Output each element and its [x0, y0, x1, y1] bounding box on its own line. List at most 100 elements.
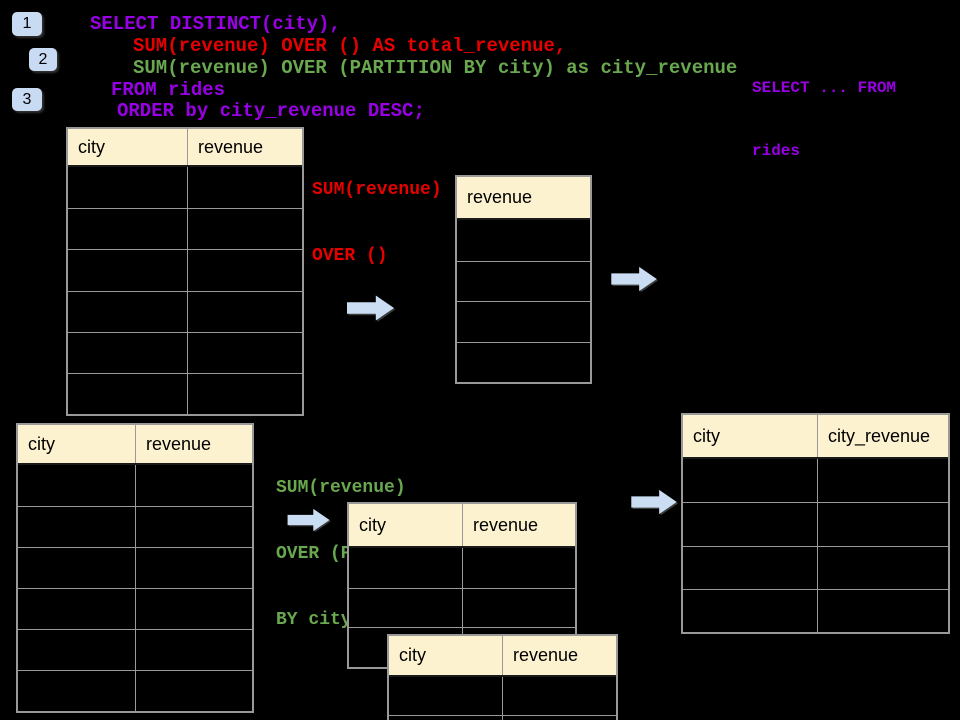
annotation-line: SUM(revenue) — [312, 180, 442, 200]
column-header: revenue — [467, 187, 533, 207]
empty-cell — [187, 250, 302, 291]
annotation-total-revenue: SUM(revenue) OVER () — [312, 135, 442, 311]
empty-cell — [457, 343, 590, 383]
empty-cell — [389, 677, 502, 715]
table-rides-source-top: city revenue — [66, 127, 304, 417]
table-row — [683, 588, 948, 633]
empty-cell — [349, 548, 462, 588]
empty-cell — [68, 333, 187, 373]
table-row — [457, 341, 590, 383]
table-row — [68, 331, 302, 373]
right-arrow-icon — [631, 489, 678, 515]
table-row — [68, 167, 302, 209]
column-header: revenue — [187, 129, 302, 165]
table-total-revenue-result: revenue — [455, 175, 592, 384]
column-header: revenue — [135, 425, 252, 463]
sql-code-line-order-by: ORDER by city_revenue DESC; — [117, 100, 425, 122]
empty-cell — [18, 548, 135, 588]
empty-cell — [68, 209, 187, 249]
table-header-row: city revenue — [68, 129, 302, 167]
empty-cell — [18, 630, 135, 670]
empty-cell — [349, 589, 462, 628]
side-note-line: rides — [752, 142, 801, 160]
table-row — [18, 506, 252, 547]
column-header: city — [28, 433, 55, 454]
table-header-row: city revenue — [349, 504, 575, 548]
side-note-line: SELECT ... FROM — [752, 79, 897, 97]
table-row — [68, 290, 302, 332]
column-header: city — [399, 645, 426, 665]
step-badge-3: 3 — [12, 88, 42, 111]
empty-cell — [187, 291, 302, 332]
empty-cell — [457, 302, 590, 342]
table-row — [683, 502, 948, 546]
empty-cell — [68, 374, 187, 414]
empty-cell — [457, 220, 590, 261]
empty-cell — [817, 546, 948, 589]
table-row — [457, 301, 590, 342]
annotation-line: OVER () — [312, 246, 388, 266]
table-row — [18, 588, 252, 629]
table-row — [683, 545, 948, 589]
table-row — [68, 208, 302, 250]
sql-code-line-select: SELECT DISTINCT(city), — [90, 13, 341, 35]
table-header-row: city revenue — [389, 636, 616, 677]
right-arrow-icon — [347, 295, 395, 322]
table-header-row: revenue — [457, 177, 590, 220]
empty-cell — [135, 630, 252, 670]
empty-cell — [457, 262, 590, 302]
empty-cell — [18, 507, 135, 547]
empty-cell — [683, 459, 817, 502]
table-row — [18, 629, 252, 670]
empty-cell — [502, 716, 616, 720]
empty-cell — [462, 548, 575, 588]
right-arrow-icon — [287, 508, 331, 532]
table-rides-source-bottom: city revenue — [16, 423, 254, 713]
empty-cell — [817, 589, 948, 633]
table-row — [457, 220, 590, 261]
empty-cell — [135, 507, 252, 547]
empty-cell — [68, 250, 187, 290]
empty-cell — [135, 589, 252, 629]
table-header-row: city revenue — [18, 425, 252, 465]
empty-cell — [135, 465, 252, 506]
column-header: revenue — [502, 636, 616, 675]
table-row — [683, 459, 948, 503]
empty-cell — [18, 465, 135, 506]
empty-cell — [18, 671, 135, 711]
empty-cell — [389, 716, 502, 720]
empty-cell — [462, 588, 575, 627]
table-row — [389, 715, 616, 720]
table-row — [68, 249, 302, 291]
right-arrow-icon — [611, 266, 658, 292]
table-row — [68, 372, 302, 415]
empty-cell — [187, 332, 302, 373]
table-partition-second: city revenue — [387, 634, 618, 720]
empty-cell — [817, 459, 948, 503]
step-badge-2: 2 — [29, 48, 57, 71]
sql-code-line-from: FROM rides — [111, 79, 226, 101]
table-row — [389, 677, 616, 715]
column-header: city — [78, 136, 105, 157]
table-row — [349, 548, 575, 588]
empty-cell — [683, 590, 817, 632]
sql-code-line-total-revenue: SUM(revenue) OVER () AS total_revenue, — [133, 35, 567, 57]
step-badge-1: 1 — [12, 12, 42, 36]
side-note-select-from-rides: SELECT ... FROM rides — [752, 36, 896, 204]
empty-cell — [135, 548, 252, 588]
empty-cell — [187, 167, 302, 209]
empty-cell — [18, 589, 135, 629]
sql-code-line-city-revenue: SUM(revenue) OVER (PARTITION BY city) as… — [133, 57, 738, 79]
column-header: city — [359, 514, 386, 535]
empty-cell — [135, 671, 252, 711]
table-row — [18, 547, 252, 588]
empty-cell — [68, 292, 187, 332]
empty-cell — [817, 503, 948, 546]
table-row — [18, 670, 252, 711]
column-header: city_revenue — [817, 415, 948, 457]
table-row — [18, 465, 252, 506]
empty-cell — [187, 373, 302, 415]
column-header: revenue — [462, 504, 575, 546]
